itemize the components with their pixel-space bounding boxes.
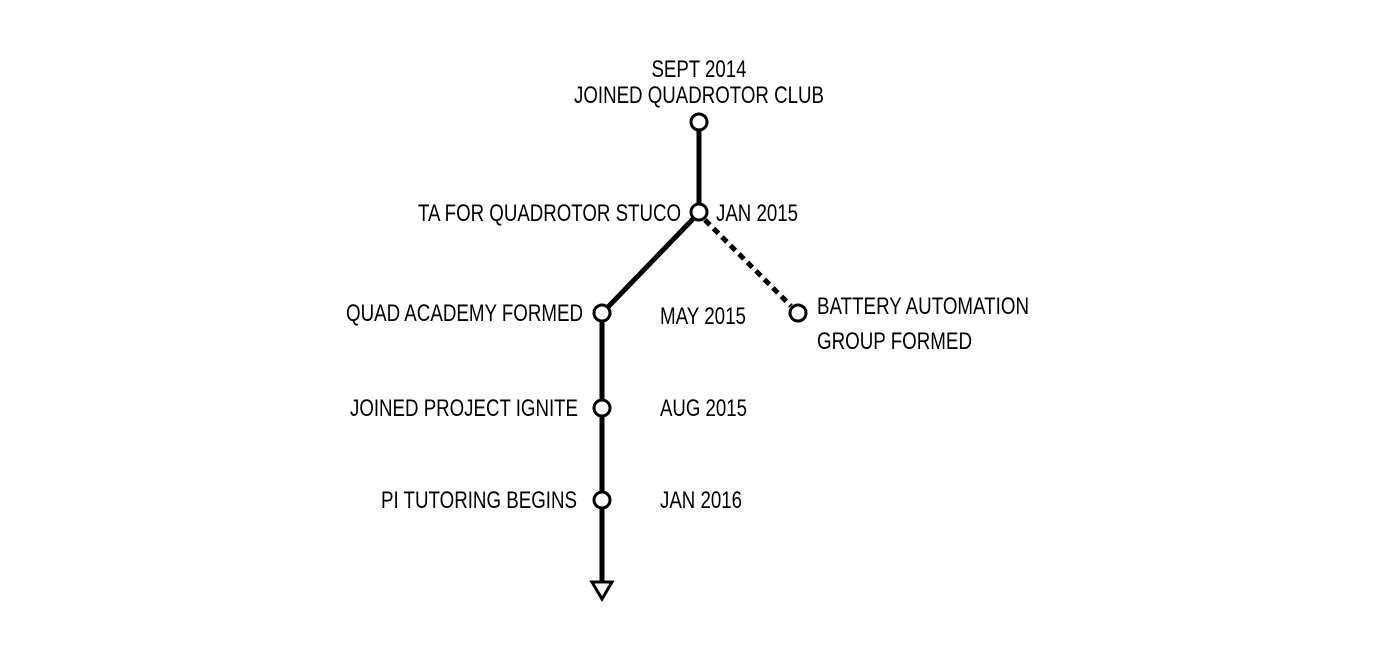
main-date-label-3: JAN 2016 (660, 487, 742, 514)
main-date-label-2: AUG 2015 (660, 395, 747, 422)
node-main-1 (592, 303, 612, 323)
main-event-label-3: PI TUTORING BEGINS (381, 487, 577, 514)
main-event-label-2: JOINED PROJECT IGNITE (350, 395, 578, 422)
start-event-label: JOINED QUADROTOR CLUB (574, 82, 824, 109)
side-branch-label-line2: GROUP FORMED (817, 328, 972, 355)
node-main-2 (592, 398, 612, 418)
branch-event-label: TA FOR QUADROTOR STUCO (418, 200, 681, 227)
side-branch-label-line1: BATTERY AUTOMATION (817, 293, 1029, 320)
main-event-label-1: QUAD ACADEMY FORMED (346, 300, 583, 327)
track-branch-to-main (606, 217, 695, 309)
main-date-label-1: MAY 2015 (660, 303, 746, 330)
node-side-branch (788, 303, 808, 323)
node-start (689, 112, 709, 132)
node-main-3 (592, 490, 612, 510)
track-side-branch (703, 218, 793, 308)
node-branch-point (689, 202, 709, 222)
start-date-label: SEPT 2014 (652, 56, 747, 83)
branch-date-label: JAN 2015 (716, 200, 798, 227)
continue-arrow-icon (589, 580, 615, 602)
